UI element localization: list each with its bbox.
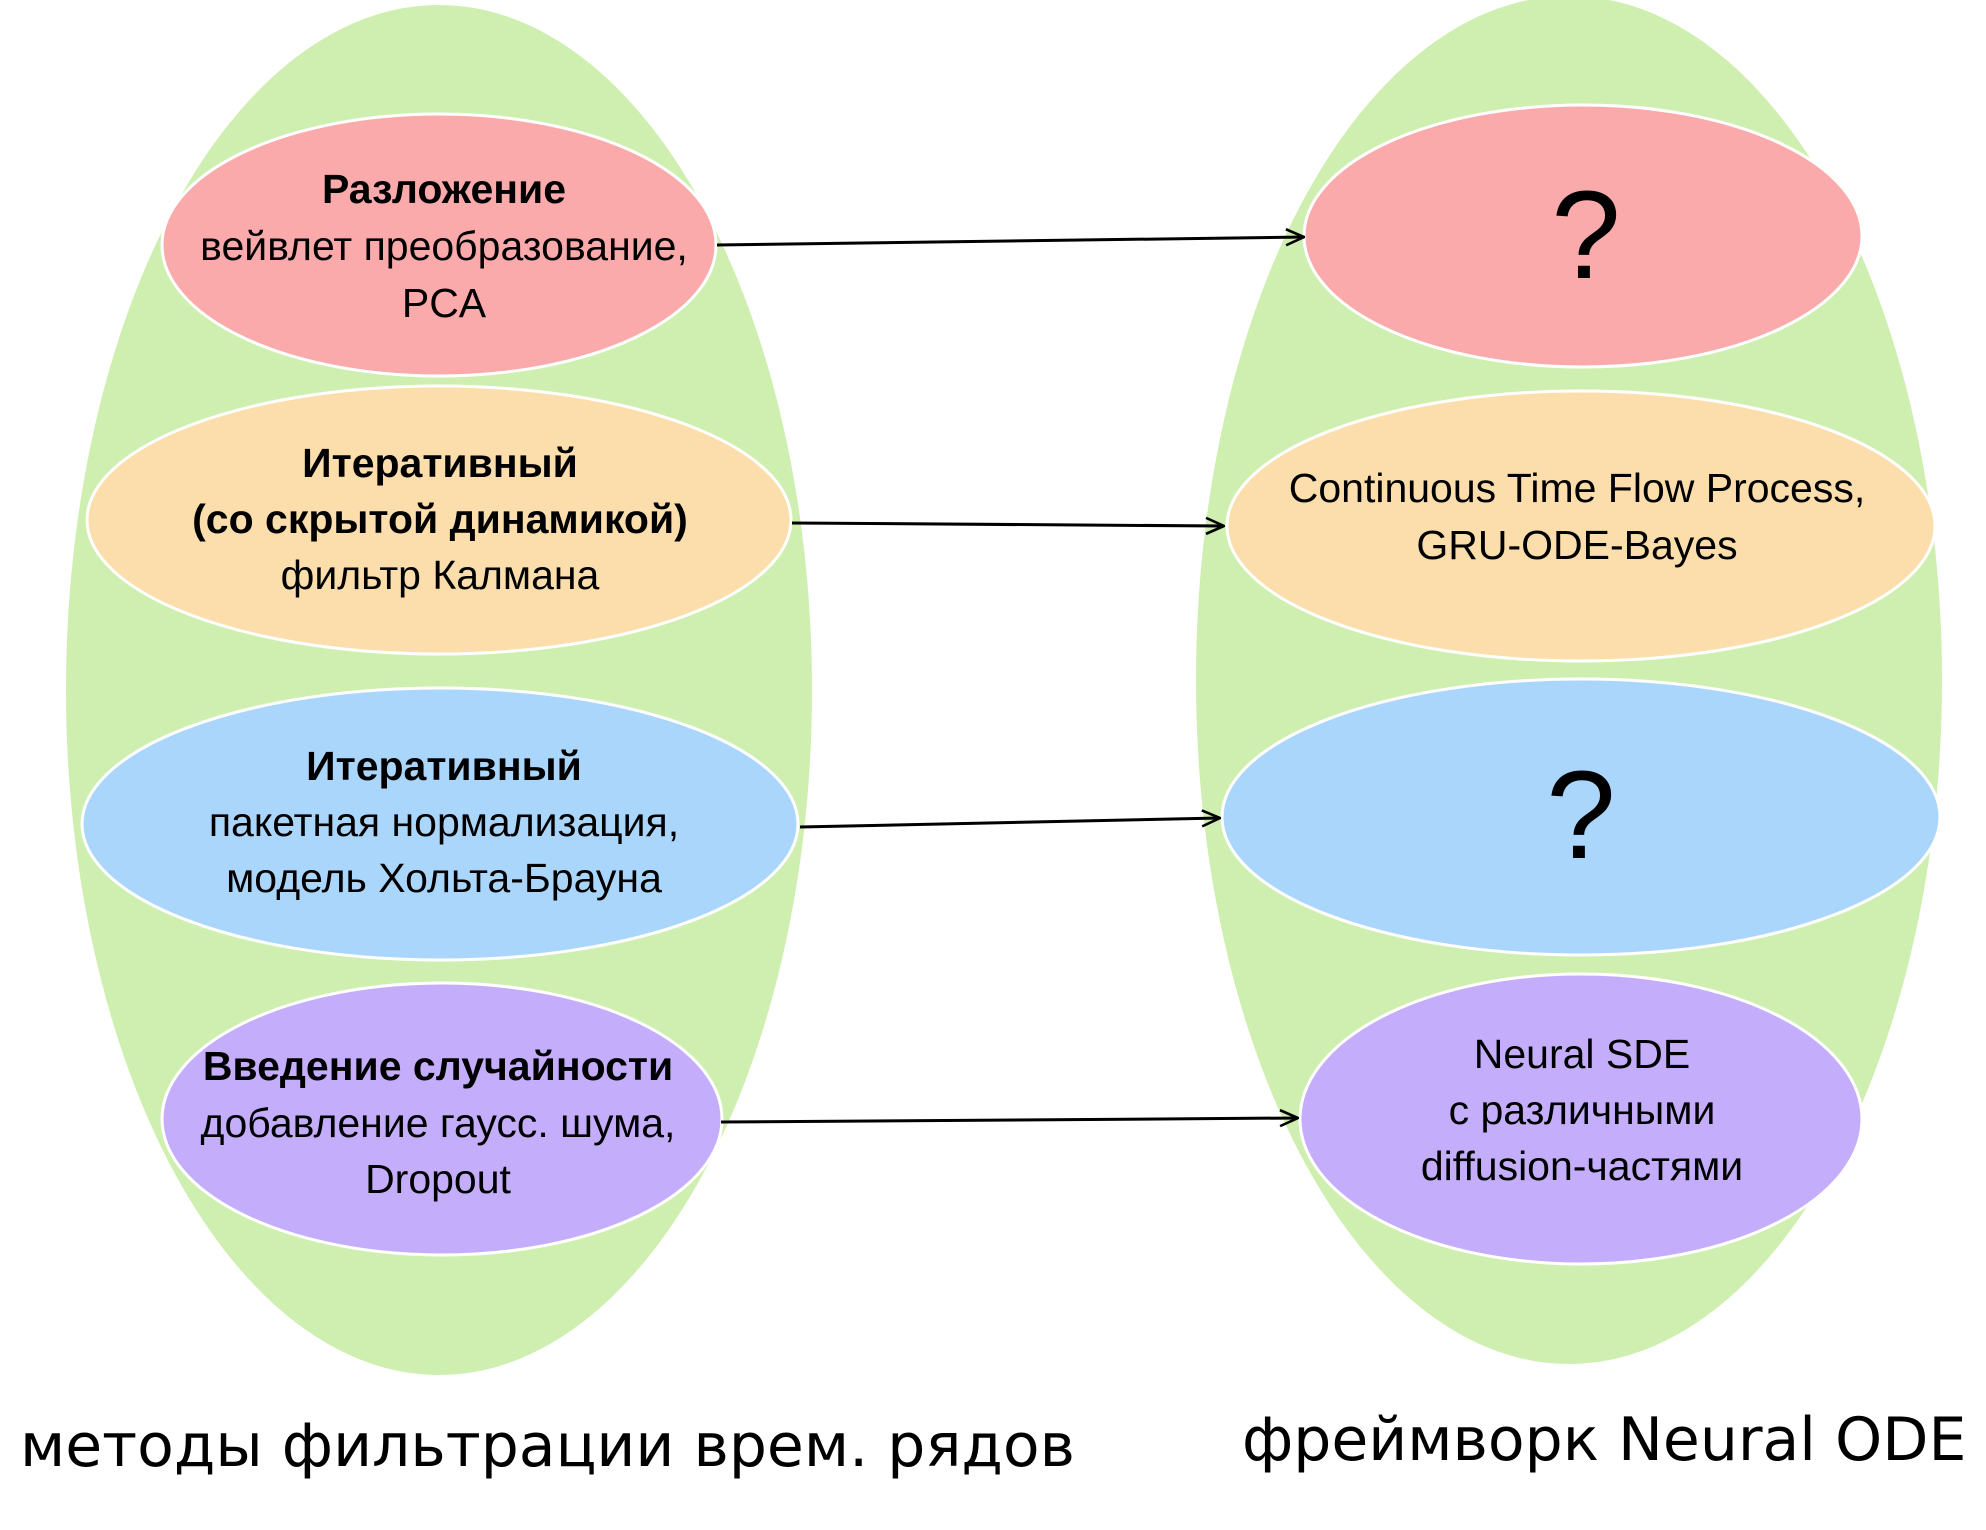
left-node-iterative-hidden-title-2: (со скрытой динамикой)	[192, 496, 688, 542]
left-node-decomposition: Разложение вейвлет преобразование, PCA	[160, 112, 718, 378]
right-node-neural-sde: Neural SDE с различными diffusion-частям…	[1298, 972, 1864, 1266]
left-node-randomness-title: Введение случайности	[203, 1043, 673, 1089]
arrow-iterative-hidden-to-ctfp	[791, 523, 1224, 526]
left-node-iterative-line-2: модель Хольта-Брауна	[226, 855, 662, 901]
right-node-unknown-2-shape	[1220, 677, 1942, 957]
left-node-iterative-title: Итеративный	[306, 743, 582, 789]
right-node-ctfp-line-2: GRU-ODE-Bayes	[1416, 522, 1737, 568]
right-node-unknown-1-symbol: ?	[1551, 166, 1621, 305]
right-node-neural-sde-line-2: с различными	[1449, 1087, 1716, 1133]
left-node-iterative-line-1: пакетная нормализация,	[209, 799, 679, 845]
right-node-neural-sde-line-1: Neural SDE	[1474, 1031, 1690, 1077]
left-node-iterative-hidden: Итеративный (со скрытой динамикой) фильт…	[85, 384, 793, 656]
right-node-ctfp-shape	[1225, 389, 1937, 663]
right-node-unknown-1: ?	[1302, 103, 1864, 369]
left-node-iterative-shape	[80, 686, 800, 962]
right-node-ctfp-line-1: Continuous Time Flow Process,	[1289, 465, 1866, 511]
left-node-iterative-hidden-line-1: фильтр Калмана	[281, 552, 600, 598]
arrow-iterative-to-unknown-2	[799, 818, 1220, 829]
left-node-iterative: Итеративный пакетная нормализация, модел…	[80, 686, 800, 962]
left-node-randomness-line-1: добавление гаусс. шума,	[201, 1100, 676, 1146]
left-node-randomness: Введение случайности добавление гаусс. ш…	[160, 981, 724, 1257]
left-node-decomposition-shape	[160, 112, 718, 378]
right-node-neural-sde-line-3: diffusion-частями	[1421, 1143, 1743, 1189]
right-node-neural-sde-shape	[1298, 972, 1864, 1266]
left-node-randomness-line-2: Dropout	[365, 1156, 511, 1202]
right-node-unknown-2-symbol: ?	[1546, 746, 1616, 885]
left-node-iterative-hidden-title: Итеративный	[302, 440, 578, 486]
right-group-caption: фреймворк Neural ODE	[1242, 1405, 1966, 1475]
right-node-ctfp: Continuous Time Flow Process, GRU-ODE-Ba…	[1225, 389, 1937, 663]
left-node-decomposition-title: Разложение	[322, 166, 566, 212]
left-node-decomposition-line-1: вейвлет преобразование,	[200, 223, 688, 269]
arrow-decomposition-to-unknown-1	[716, 237, 1304, 247]
left-node-decomposition-line-2: PCA	[402, 280, 487, 326]
arrow-randomness-to-neural-sde	[720, 1118, 1298, 1122]
left-group-caption: методы фильтрации врем. рядов	[20, 1411, 1075, 1481]
left-node-iterative-hidden-shape	[85, 384, 793, 656]
left-node-randomness-shape	[160, 981, 724, 1257]
right-node-unknown-2: ?	[1220, 677, 1942, 957]
